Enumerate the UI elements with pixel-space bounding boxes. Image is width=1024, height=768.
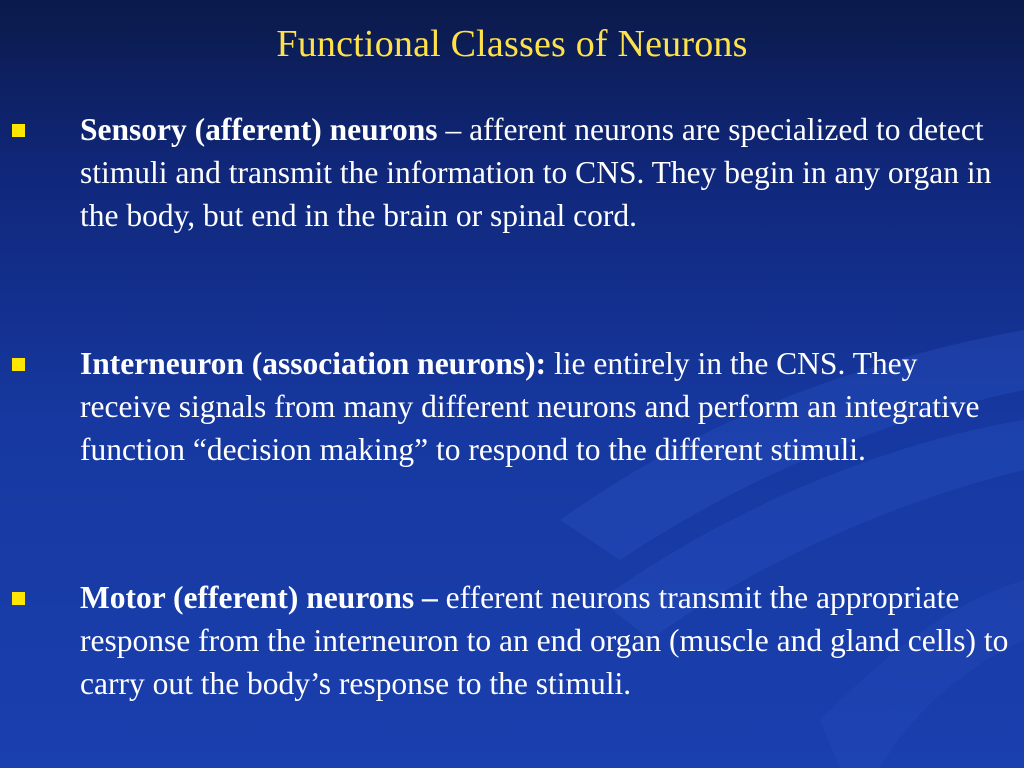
bullet-text: lie entirely in the CNS. They receive si…	[80, 346, 980, 467]
bullet-term: Interneuron (association neurons):	[80, 346, 547, 381]
square-bullet-icon	[12, 124, 25, 137]
bullet-term: Motor (efferent) neurons –	[80, 580, 438, 615]
bullet-text: – afferent neurons are specialized to de…	[80, 112, 992, 233]
square-bullet-icon	[12, 592, 25, 605]
bullet-text: efferent neurons transmit the appropriat…	[80, 580, 1009, 701]
bullet-paragraph: Sensory (afferent) neurons – afferent ne…	[80, 108, 1010, 237]
bullet-term: Sensory (afferent) neurons	[80, 112, 438, 147]
square-bullet-icon	[12, 358, 25, 371]
bullet-paragraph: Motor (efferent) neurons – efferent neur…	[80, 576, 1010, 705]
bullet-paragraph: Interneuron (association neurons): lie e…	[80, 342, 1010, 471]
slide-title: Functional Classes of Neurons	[276, 23, 748, 65]
